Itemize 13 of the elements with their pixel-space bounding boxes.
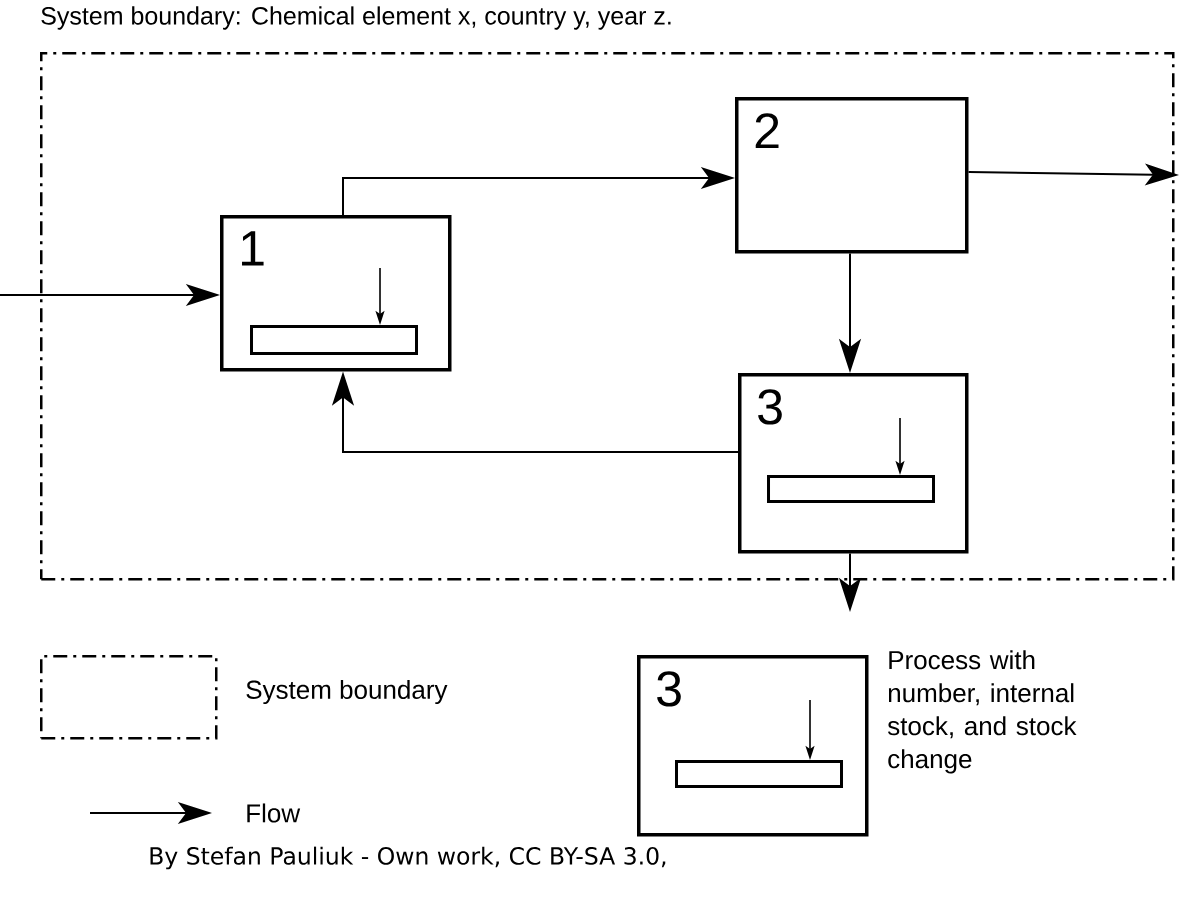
node-label: System boundary: Chemical element x, country y, year z.: [41, 6, 671, 30]
stock-bar: [250, 325, 418, 355]
stock-bar: [767, 475, 935, 503]
process-box: 3: [738, 373, 969, 554]
process-box: 1: [220, 215, 452, 372]
process-box: 3: [637, 655, 869, 837]
credit-text: By Stefan Pauliuk - Own work, CC BY-SA 3.0,: [150, 846, 666, 870]
node-caption: System boundary: [246, 679, 448, 705]
legend-label: Flow: [247, 803, 301, 823]
node-caption: Process with number, internal stock, and stock change: [887, 650, 1077, 774]
process-box: 2: [735, 97, 969, 254]
boundary-symbol: [40, 655, 218, 740]
stock-bar: [675, 760, 843, 788]
